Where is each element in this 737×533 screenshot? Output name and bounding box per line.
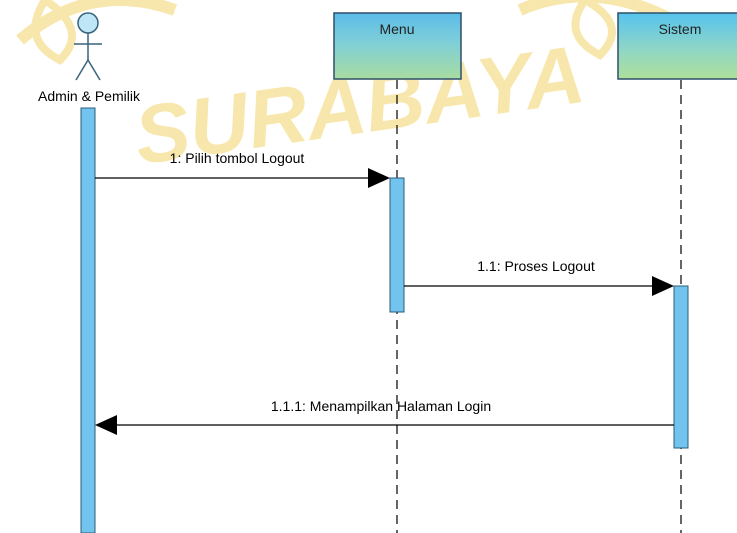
lifeline-sistem-label: Sistem xyxy=(659,21,702,37)
message-2[interactable]: 1.1: Proses Logout xyxy=(404,258,674,296)
lifeline-sistem[interactable]: Sistem xyxy=(617,12,737,80)
lifeline-menu[interactable]: Menu xyxy=(333,12,462,80)
lifeline-menu-header xyxy=(333,12,462,80)
message-2-label: 1.1: Proses Logout xyxy=(477,258,595,274)
message-3[interactable]: 1.1.1: Menampilkan Halaman Login xyxy=(95,398,674,435)
actor-leg-right xyxy=(87,59,101,81)
message-2-arrowhead-icon xyxy=(652,276,674,296)
message-1-label: 1: Pilih tombol Logout xyxy=(170,150,305,166)
message-3-label: 1.1.1: Menampilkan Halaman Login xyxy=(271,398,491,414)
message-1[interactable]: 1: Pilih tombol Logout xyxy=(95,150,390,188)
message-1-arrowhead-icon xyxy=(368,168,390,188)
message-3-arrowhead-icon xyxy=(95,415,117,435)
watermark-drop-right xyxy=(571,0,616,60)
actor-label: Admin & Pemilik xyxy=(38,88,141,104)
actor-activation-bar xyxy=(80,107,96,533)
watermark-drop-left xyxy=(31,0,76,65)
lifeline-menu-label: Menu xyxy=(379,21,414,37)
actor-leg-left xyxy=(75,59,89,81)
actor-admin-pemilik[interactable]: Admin & Pemilik xyxy=(38,12,141,104)
menu-activation-bar xyxy=(389,177,405,313)
actor-head-icon xyxy=(77,12,99,34)
sistem-activation-bar xyxy=(673,285,689,449)
lifeline-sistem-header xyxy=(617,12,737,80)
